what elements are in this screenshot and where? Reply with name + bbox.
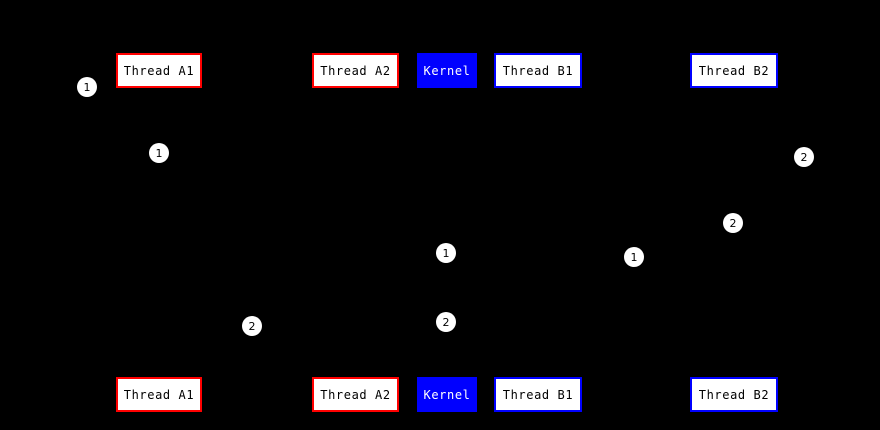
participant-header-thread-b2[interactable]: Thread B2 [690, 53, 778, 88]
sequence-number-badge: 2 [436, 312, 456, 332]
participant-label: Thread B2 [698, 63, 770, 78]
sequence-number-badge: 2 [794, 147, 814, 167]
participant-label: Kernel [423, 63, 471, 78]
participant-label: Thread A2 [320, 387, 391, 402]
sequence-number-badge: 1 [77, 77, 97, 97]
participant-label: Thread A1 [123, 387, 195, 402]
sequence-number-badge: 2 [242, 316, 262, 336]
participant-header-thread-b1[interactable]: Thread B1 [494, 53, 582, 88]
participant-header-thread-a2[interactable]: Thread A2 [312, 53, 399, 88]
participant-footer-thread-b1[interactable]: Thread B1 [494, 377, 582, 412]
sequence-number-badge: 1 [624, 247, 644, 267]
participant-label: Kernel [423, 387, 471, 402]
participant-label: Thread A1 [123, 63, 195, 78]
participant-footer-thread-a2[interactable]: Thread A2 [312, 377, 399, 412]
participant-header-kernel[interactable]: Kernel [417, 53, 477, 88]
participant-label: Thread B2 [698, 387, 770, 402]
participant-header-thread-a1[interactable]: Thread A1 [116, 53, 202, 88]
participant-label: Thread B1 [502, 63, 574, 78]
sequence-number-badge: 2 [723, 213, 743, 233]
participant-footer-kernel[interactable]: Kernel [417, 377, 477, 412]
participant-label: Thread B1 [502, 387, 574, 402]
lifeline-thread-a2 [355, 88, 356, 377]
lifeline-thread-a1 [159, 88, 160, 377]
lifeline-thread-b1 [538, 88, 539, 377]
sequence-number-badge: 1 [436, 243, 456, 263]
participant-label: Thread A2 [320, 63, 391, 78]
participant-footer-thread-b2[interactable]: Thread B2 [690, 377, 778, 412]
sequence-number-badge: 1 [149, 143, 169, 163]
participant-footer-thread-a1[interactable]: Thread A1 [116, 377, 202, 412]
lifeline-kernel [447, 88, 448, 377]
